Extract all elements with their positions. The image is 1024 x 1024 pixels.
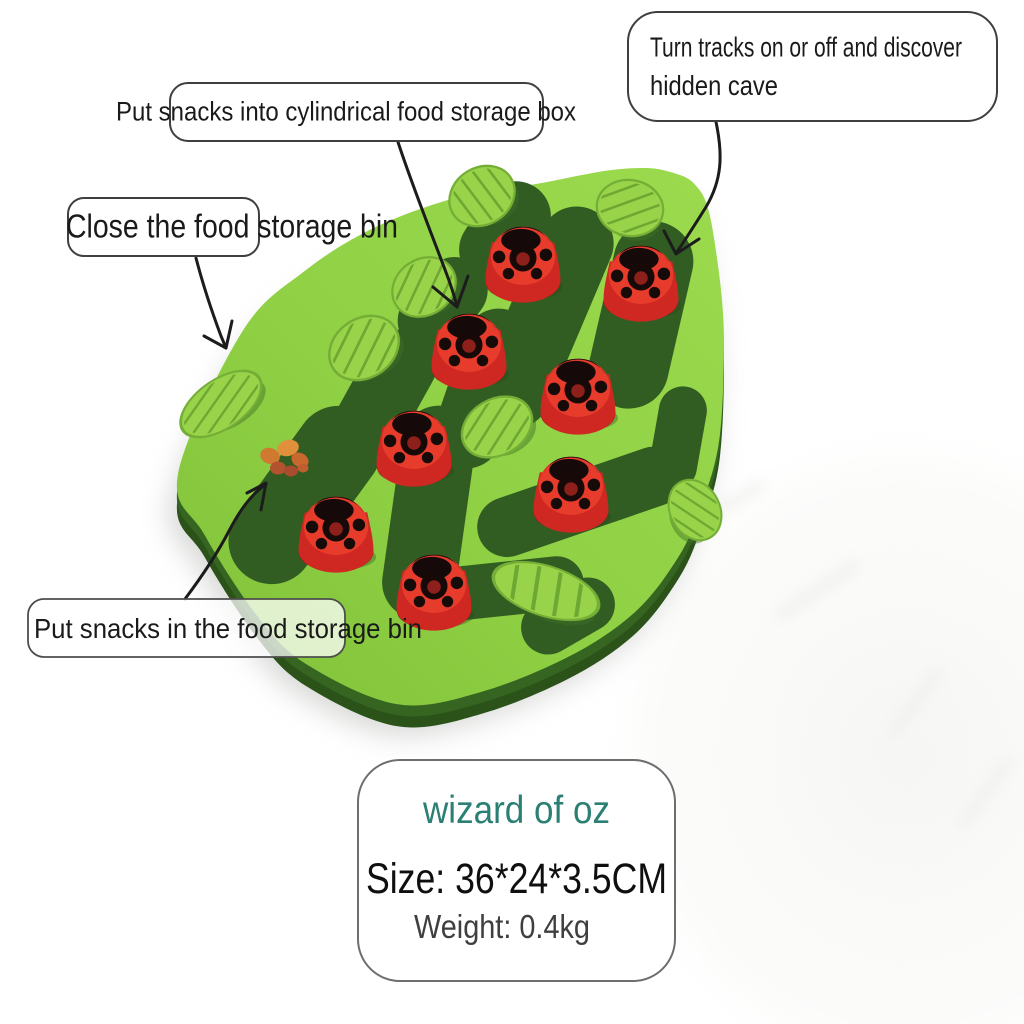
svg-text:hidden cave: hidden cave xyxy=(650,70,778,101)
svg-text:Size: 36*24*3.5CM: Size: 36*24*3.5CM xyxy=(366,855,667,903)
svg-text:Put snacks in the food storage: Put snacks in the food storage bin xyxy=(34,613,422,644)
svg-text:Weight: 0.4kg: Weight: 0.4kg xyxy=(414,908,590,945)
svg-text:Close the food storage bin: Close the food storage bin xyxy=(66,208,398,245)
svg-text:wizard of oz: wizard of oz xyxy=(422,789,610,832)
svg-text:Turn tracks on or off and disc: Turn tracks on or off and discover xyxy=(650,32,962,63)
svg-text:Put snacks into cylindrical fo: Put snacks into cylindrical food storage… xyxy=(116,97,576,127)
